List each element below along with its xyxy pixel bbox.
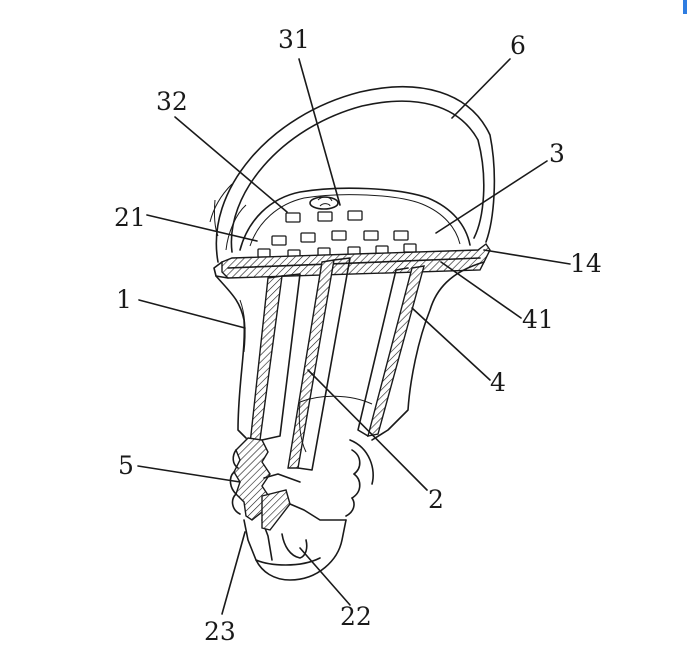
leader-5 xyxy=(137,465,241,483)
led-chip xyxy=(347,210,363,221)
led-chip xyxy=(271,235,287,246)
led-board xyxy=(239,187,471,251)
label-21: 21 xyxy=(114,203,146,232)
led-chip xyxy=(331,230,347,241)
leader-23 xyxy=(221,531,246,615)
screw-base xyxy=(229,437,361,521)
led-chip xyxy=(300,232,316,243)
leader-2 xyxy=(307,369,428,491)
label-32: 32 xyxy=(156,87,188,116)
led-chip xyxy=(317,211,333,222)
leader-1 xyxy=(138,299,246,329)
reference-numerals: 31 6 32 3 21 14 1 41 4 5 2 23 22 xyxy=(114,25,602,646)
leader-32 xyxy=(174,116,288,213)
led-chip xyxy=(363,230,379,241)
label-23: 23 xyxy=(204,617,236,646)
label-1: 1 xyxy=(116,285,132,314)
label-4: 4 xyxy=(490,368,506,397)
led-chip xyxy=(403,243,417,253)
label-41: 41 xyxy=(522,305,554,334)
label-31: 31 xyxy=(278,25,310,54)
leader-14 xyxy=(483,249,571,265)
bottom-contact xyxy=(243,489,347,581)
led-chip xyxy=(285,212,301,223)
led-chip xyxy=(257,248,271,258)
leader-lines xyxy=(137,58,571,615)
led-chip xyxy=(393,230,409,241)
label-2: 2 xyxy=(428,485,444,514)
edge-accent-bar xyxy=(683,0,687,14)
leader-31 xyxy=(298,58,341,206)
leader-41 xyxy=(440,261,522,319)
label-14: 14 xyxy=(570,249,602,278)
inner-cavity xyxy=(298,395,374,485)
label-3: 3 xyxy=(549,139,565,168)
leader-21 xyxy=(146,214,258,242)
label-5: 5 xyxy=(118,451,134,480)
leader-6 xyxy=(451,58,511,119)
leader-4 xyxy=(411,307,491,381)
lampshade-dome xyxy=(209,85,496,263)
leader-22 xyxy=(299,547,351,606)
label-6: 6 xyxy=(510,31,526,60)
led-chips xyxy=(257,210,417,259)
leader-3 xyxy=(435,160,548,234)
label-22: 22 xyxy=(340,602,372,631)
heat-sink-sleeve xyxy=(249,265,425,446)
